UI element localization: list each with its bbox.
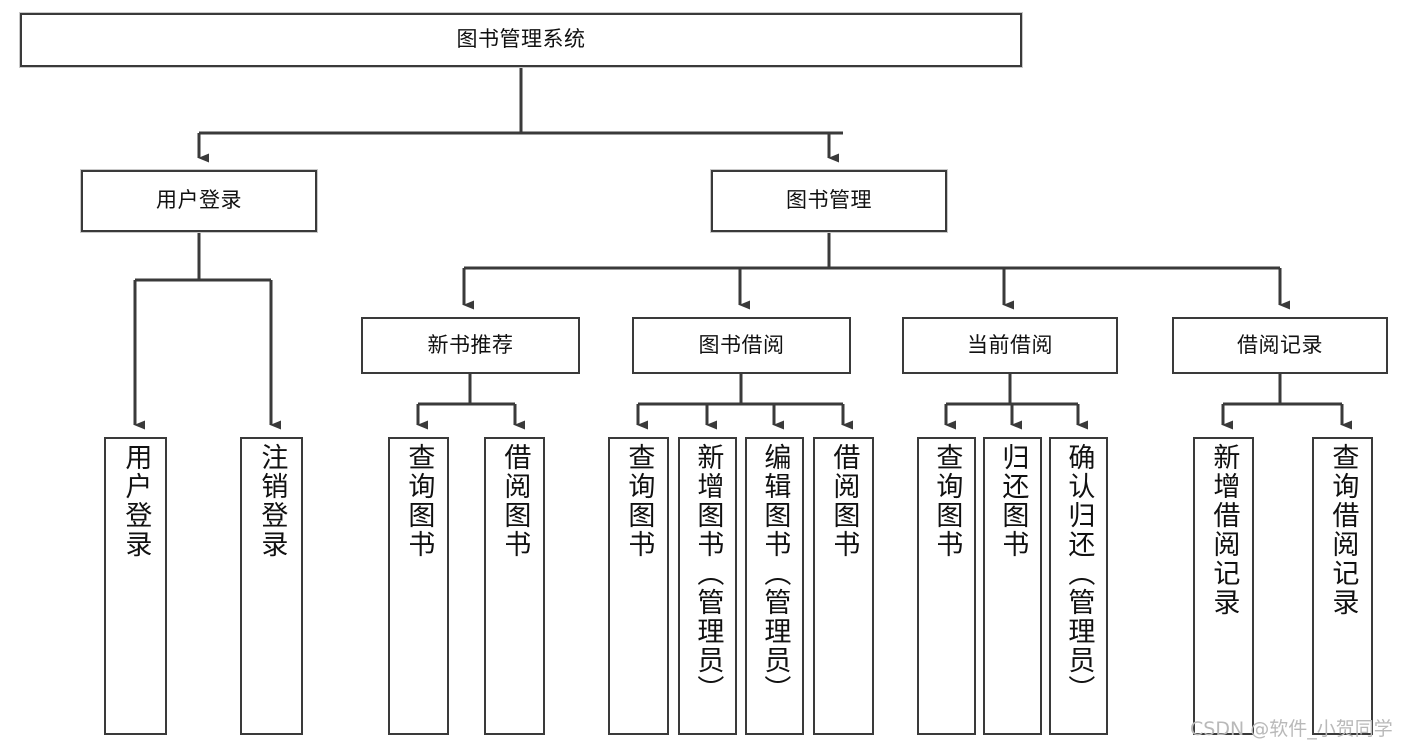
node-label: 借阅图书	[828, 443, 860, 559]
node-borrow-record[interactable]: 借阅记录	[1172, 317, 1388, 374]
node-leaf-query-book-borrow[interactable]: 查询图书	[608, 437, 669, 735]
node-label: 借阅图书	[499, 443, 531, 559]
node-label: 图书管理系统	[456, 27, 586, 52]
node-label: 查询图书	[403, 443, 435, 559]
node-book-borrow[interactable]: 图书借阅	[632, 317, 851, 374]
node-label: 注销登录	[256, 443, 288, 559]
node-label: 查询图书	[623, 443, 655, 559]
node-label: 当前借阅	[967, 332, 1053, 357]
node-label: 用户登录	[120, 443, 152, 559]
node-leaf-user-login[interactable]: 用户登录	[104, 437, 167, 735]
node-new-book-recommend[interactable]: 新书推荐	[361, 317, 580, 374]
node-leaf-add-book-admin[interactable]: 新增图书（管理员）	[678, 437, 737, 735]
node-leaf-query-book-current[interactable]: 查询图书	[917, 437, 976, 735]
node-user-login[interactable]: 用户登录	[81, 170, 317, 232]
node-leaf-query-borrow-record[interactable]: 查询借阅记录	[1312, 437, 1373, 735]
node-label: 图书借阅	[698, 332, 785, 357]
node-leaf-edit-book-admin[interactable]: 编辑图书（管理员）	[745, 437, 804, 735]
node-label: 新书推荐	[427, 332, 514, 357]
node-current-borrow[interactable]: 当前借阅	[902, 317, 1118, 374]
node-leaf-return-book[interactable]: 归还图书	[983, 437, 1042, 735]
node-label: 查询图书	[931, 443, 963, 559]
node-label: 新增图书（管理员）	[692, 443, 724, 704]
node-label: 编辑图书（管理员）	[759, 443, 791, 704]
node-label: 确认归还（管理员）	[1063, 443, 1095, 704]
node-label: 用户登录	[156, 188, 242, 213]
node-label: 查询借阅记录	[1327, 443, 1359, 617]
node-label: 借阅记录	[1237, 332, 1323, 357]
node-book-manage[interactable]: 图书管理	[711, 170, 947, 232]
node-leaf-borrow-book[interactable]: 借阅图书	[813, 437, 874, 735]
csdn-watermark: CSDN @软件_小贺同学	[1190, 718, 1393, 740]
node-label: 图书管理	[786, 188, 872, 213]
node-label: 新增借阅记录	[1208, 443, 1240, 617]
node-leaf-confirm-return-admin[interactable]: 确认归还（管理员）	[1049, 437, 1108, 735]
node-label: 归还图书	[997, 443, 1029, 559]
node-leaf-logout[interactable]: 注销登录	[240, 437, 303, 735]
node-leaf-query-book-rec[interactable]: 查询图书	[388, 437, 449, 735]
node-root-system[interactable]: 图书管理系统	[20, 13, 1022, 67]
node-leaf-add-borrow-record[interactable]: 新增借阅记录	[1193, 437, 1254, 735]
node-leaf-borrow-book-rec[interactable]: 借阅图书	[484, 437, 545, 735]
